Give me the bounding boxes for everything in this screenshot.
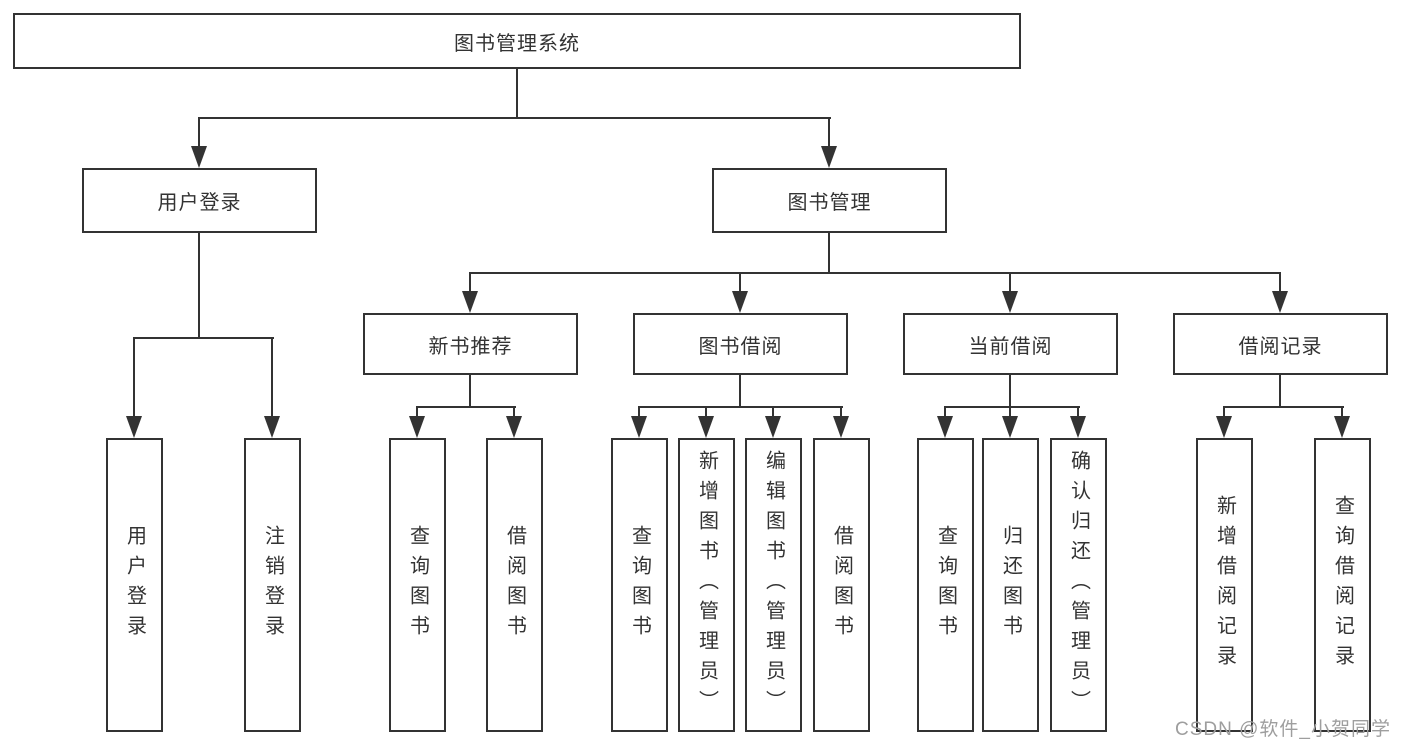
- connector-line: [1279, 272, 1281, 292]
- connector-line: [516, 69, 518, 119]
- connector-line: [1279, 375, 1281, 408]
- connector-line: [638, 406, 640, 418]
- node-current-borrow: 当前借阅: [903, 313, 1118, 375]
- connector-line: [828, 117, 830, 147]
- node-user-login: 用户登录: [82, 168, 317, 233]
- arrowhead-down: [264, 416, 280, 438]
- connector-line: [1341, 406, 1343, 418]
- leaf-query-books-current: 查询图书: [917, 438, 974, 732]
- connector-line: [739, 272, 741, 292]
- connector-line: [1009, 272, 1011, 292]
- arrowhead-down: [631, 416, 647, 438]
- arrowhead-down: [191, 146, 207, 168]
- connector-line: [1223, 406, 1225, 418]
- leaf-logout: 注销登录: [244, 438, 301, 732]
- leaf-query-books-borrow: 查询图书: [611, 438, 668, 732]
- arrowhead-down: [409, 416, 425, 438]
- connector-line: [513, 406, 515, 418]
- connector-line: [828, 233, 830, 274]
- connector-line: [1009, 406, 1011, 418]
- connector-line: [469, 272, 471, 292]
- connector-line: [416, 406, 418, 418]
- connector-line: [133, 337, 274, 339]
- leaf-user-login: 用户登录: [106, 438, 163, 732]
- node-book-borrow: 图书借阅: [633, 313, 848, 375]
- connector-line: [469, 375, 471, 408]
- leaf-borrow-books: 借阅图书: [813, 438, 870, 732]
- csdn-watermark: CSDN @软件_小贺同学: [1175, 719, 1391, 740]
- connector-line: [198, 117, 831, 119]
- arrowhead-down: [698, 416, 714, 438]
- arrowhead-down: [833, 416, 849, 438]
- arrowhead-down: [765, 416, 781, 438]
- connector-line: [1077, 406, 1079, 418]
- connector-line: [416, 406, 516, 408]
- arrowhead-down: [1334, 416, 1350, 438]
- connector-line: [638, 406, 843, 408]
- leaf-query-books-recommend: 查询图书: [389, 438, 446, 732]
- connector-line: [944, 406, 1080, 408]
- leaf-borrow-books-recommend: 借阅图书: [486, 438, 543, 732]
- leaf-edit-books-admin: 编辑图书（管理员）: [745, 438, 802, 732]
- arrowhead-down: [126, 416, 142, 438]
- connector-line: [739, 375, 741, 408]
- node-root: 图书管理系统: [13, 13, 1021, 69]
- connector-line: [198, 117, 200, 147]
- connector-line: [1223, 406, 1344, 408]
- arrowhead-down: [1002, 416, 1018, 438]
- arrowhead-down: [1216, 416, 1232, 438]
- arrowhead-down: [1002, 291, 1018, 313]
- arrowhead-down: [732, 291, 748, 313]
- connector-line: [840, 406, 842, 418]
- connector-line: [705, 406, 707, 418]
- connector-line: [1009, 375, 1011, 408]
- node-borrow-records: 借阅记录: [1173, 313, 1388, 375]
- node-book-management: 图书管理: [712, 168, 947, 233]
- node-new-book-recommend: 新书推荐: [363, 313, 578, 375]
- connector-line: [271, 337, 273, 417]
- connector-line: [198, 233, 200, 339]
- arrowhead-down: [821, 146, 837, 168]
- leaf-return-books: 归还图书: [982, 438, 1039, 732]
- connector-line: [133, 337, 135, 417]
- leaf-confirm-return-admin: 确认归还（管理员）: [1050, 438, 1107, 732]
- leaf-query-borrow-record: 查询借阅记录: [1314, 438, 1371, 732]
- arrowhead-down: [1070, 416, 1086, 438]
- connector-line: [469, 272, 1281, 274]
- arrowhead-down: [462, 291, 478, 313]
- connector-line: [772, 406, 774, 418]
- connector-line: [944, 406, 946, 418]
- arrowhead-down: [506, 416, 522, 438]
- arrowhead-down: [1272, 291, 1288, 313]
- arrowhead-down: [937, 416, 953, 438]
- leaf-add-borrow-record: 新增借阅记录: [1196, 438, 1253, 732]
- leaf-add-books-admin: 新增图书（管理员）: [678, 438, 735, 732]
